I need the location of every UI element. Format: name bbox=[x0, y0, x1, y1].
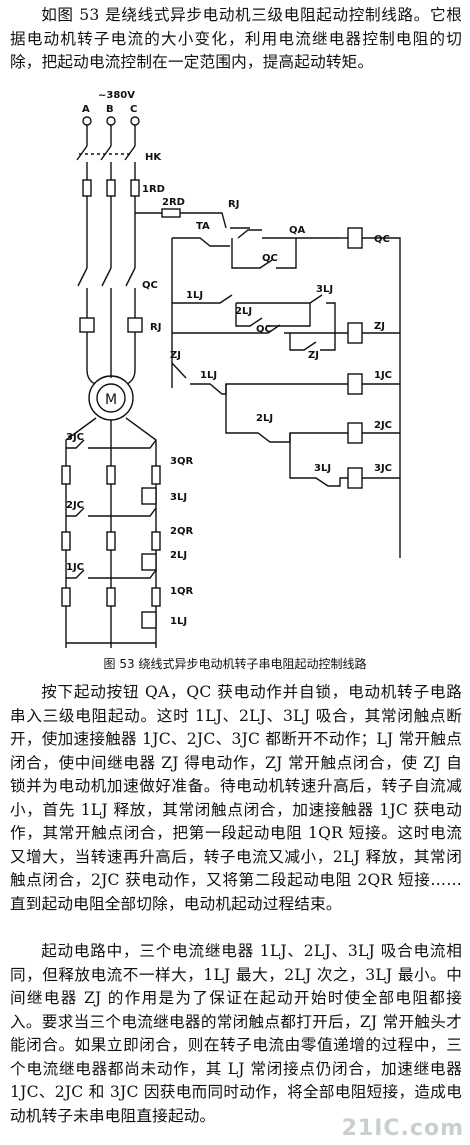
lj2-label: 2LJ bbox=[235, 306, 252, 317]
fuse-2rd bbox=[161, 208, 181, 218]
lj3-rotor-coil bbox=[141, 487, 157, 505]
fuse-1rd-a bbox=[82, 179, 92, 197]
qr1-label: 1QR bbox=[170, 586, 193, 597]
rj-main-label: RJ bbox=[150, 322, 161, 333]
circuit-diagram-svg: ~380V A B C HK 1RD 2RD RJ TA QA QC QC QC… bbox=[61, 90, 401, 648]
terminal-a bbox=[82, 116, 92, 126]
qc-contact-label: QC bbox=[262, 253, 278, 264]
jc3-coil-label: 3JC bbox=[374, 463, 392, 474]
lj1-b-label: 1LJ bbox=[200, 370, 217, 381]
res-1qr-c bbox=[151, 587, 161, 607]
jc1-rotor-label: 1JC bbox=[66, 562, 84, 573]
lj2-b-label: 2LJ bbox=[256, 413, 273, 424]
fuse-1rd-b bbox=[106, 179, 116, 197]
qc-main-label: QC bbox=[142, 280, 158, 291]
res-2qr-a bbox=[61, 531, 71, 551]
res-1qr-b bbox=[106, 587, 116, 607]
qc-coil bbox=[347, 227, 363, 249]
res-3qr-c bbox=[151, 465, 161, 485]
qc-coil-label: QC bbox=[374, 234, 390, 245]
jc2-coil-label: 2JC bbox=[374, 420, 392, 431]
zj-contact-label: ZJ bbox=[308, 350, 319, 361]
lj2-rotor-coil bbox=[141, 553, 157, 571]
res-3qr-a bbox=[61, 465, 71, 485]
terminal-b bbox=[106, 116, 116, 126]
res-1qr-a bbox=[61, 587, 71, 607]
lj1-rotor-label: 1LJ bbox=[170, 616, 187, 627]
lj3-b-label: 3LJ bbox=[314, 463, 331, 474]
lj3-label: 3LJ bbox=[316, 284, 333, 295]
ta-label: TA bbox=[196, 221, 210, 232]
qa-label: QA bbox=[289, 225, 306, 236]
phase-b-label: B bbox=[106, 104, 114, 115]
res-3qr-b bbox=[106, 465, 116, 485]
hk-switch bbox=[76, 145, 136, 161]
voltage-label: ~380V bbox=[98, 90, 135, 101]
rj-heater-c bbox=[127, 317, 143, 333]
lj2-rotor-label: 2LJ bbox=[170, 550, 187, 561]
jc3-coil bbox=[347, 467, 363, 489]
lj1-label: 1LJ bbox=[186, 290, 203, 301]
phase-a-label: A bbox=[82, 104, 90, 115]
watermark-logo: 21IC.com bbox=[341, 1116, 464, 1141]
jc2-rotor-label: 2JC bbox=[66, 500, 84, 511]
explanation-paragraph: 按下起动按钮 QA，QC 获电动作并自锁，电动机转子电路串入三级电阻起动。这时 … bbox=[10, 683, 462, 913]
intro-paragraph: 如图 53 是绕线式异步电动机三级电阻起动控制线路。它根据电动机转子电流的大小变… bbox=[10, 6, 462, 71]
zj-coil-label: ZJ bbox=[374, 321, 385, 332]
qc-main-contacts bbox=[77, 267, 136, 287]
rj-top-label: RJ bbox=[228, 199, 239, 210]
rj-heater-a bbox=[79, 317, 95, 333]
circuit-diagram: ~380V A B C HK 1RD 2RD RJ TA QA QC QC QC… bbox=[0, 88, 470, 678]
lj1-rotor-coil bbox=[141, 611, 157, 629]
phase-c-label: C bbox=[130, 104, 137, 115]
lj3-rotor-label: 3LJ bbox=[170, 492, 187, 503]
figure-caption: 图 53 绕线式异步电动机转子串电阻起动控制线路 bbox=[103, 657, 367, 671]
jc2-coil bbox=[347, 422, 363, 444]
zj-coil bbox=[347, 322, 363, 344]
motor-label: M bbox=[105, 392, 117, 408]
detail-paragraph: 起动电路中，三个电流继电器 1LJ、2LJ、3LJ 吸合电流相同，但释放电流不一… bbox=[10, 942, 462, 1125]
jc1-coil bbox=[347, 373, 363, 395]
hk-label: HK bbox=[145, 152, 162, 163]
fuse-1rd-c bbox=[130, 179, 140, 197]
res-2qr-b bbox=[106, 531, 116, 551]
rd2-label: 2RD bbox=[162, 197, 185, 208]
zj-left-label: ZJ bbox=[170, 350, 181, 361]
motor-inner bbox=[96, 383, 126, 413]
terminal-c bbox=[130, 116, 140, 126]
rd1-label: 1RD bbox=[142, 184, 165, 195]
qr2-label: 2QR bbox=[170, 526, 193, 537]
qc-seal-label: QC bbox=[256, 324, 272, 335]
res-2qr-c bbox=[151, 531, 161, 551]
jc3-rotor-label: 3JC bbox=[66, 432, 84, 443]
jc1-coil-label: 1JC bbox=[374, 370, 392, 381]
qr3-label: 3QR bbox=[170, 456, 193, 467]
